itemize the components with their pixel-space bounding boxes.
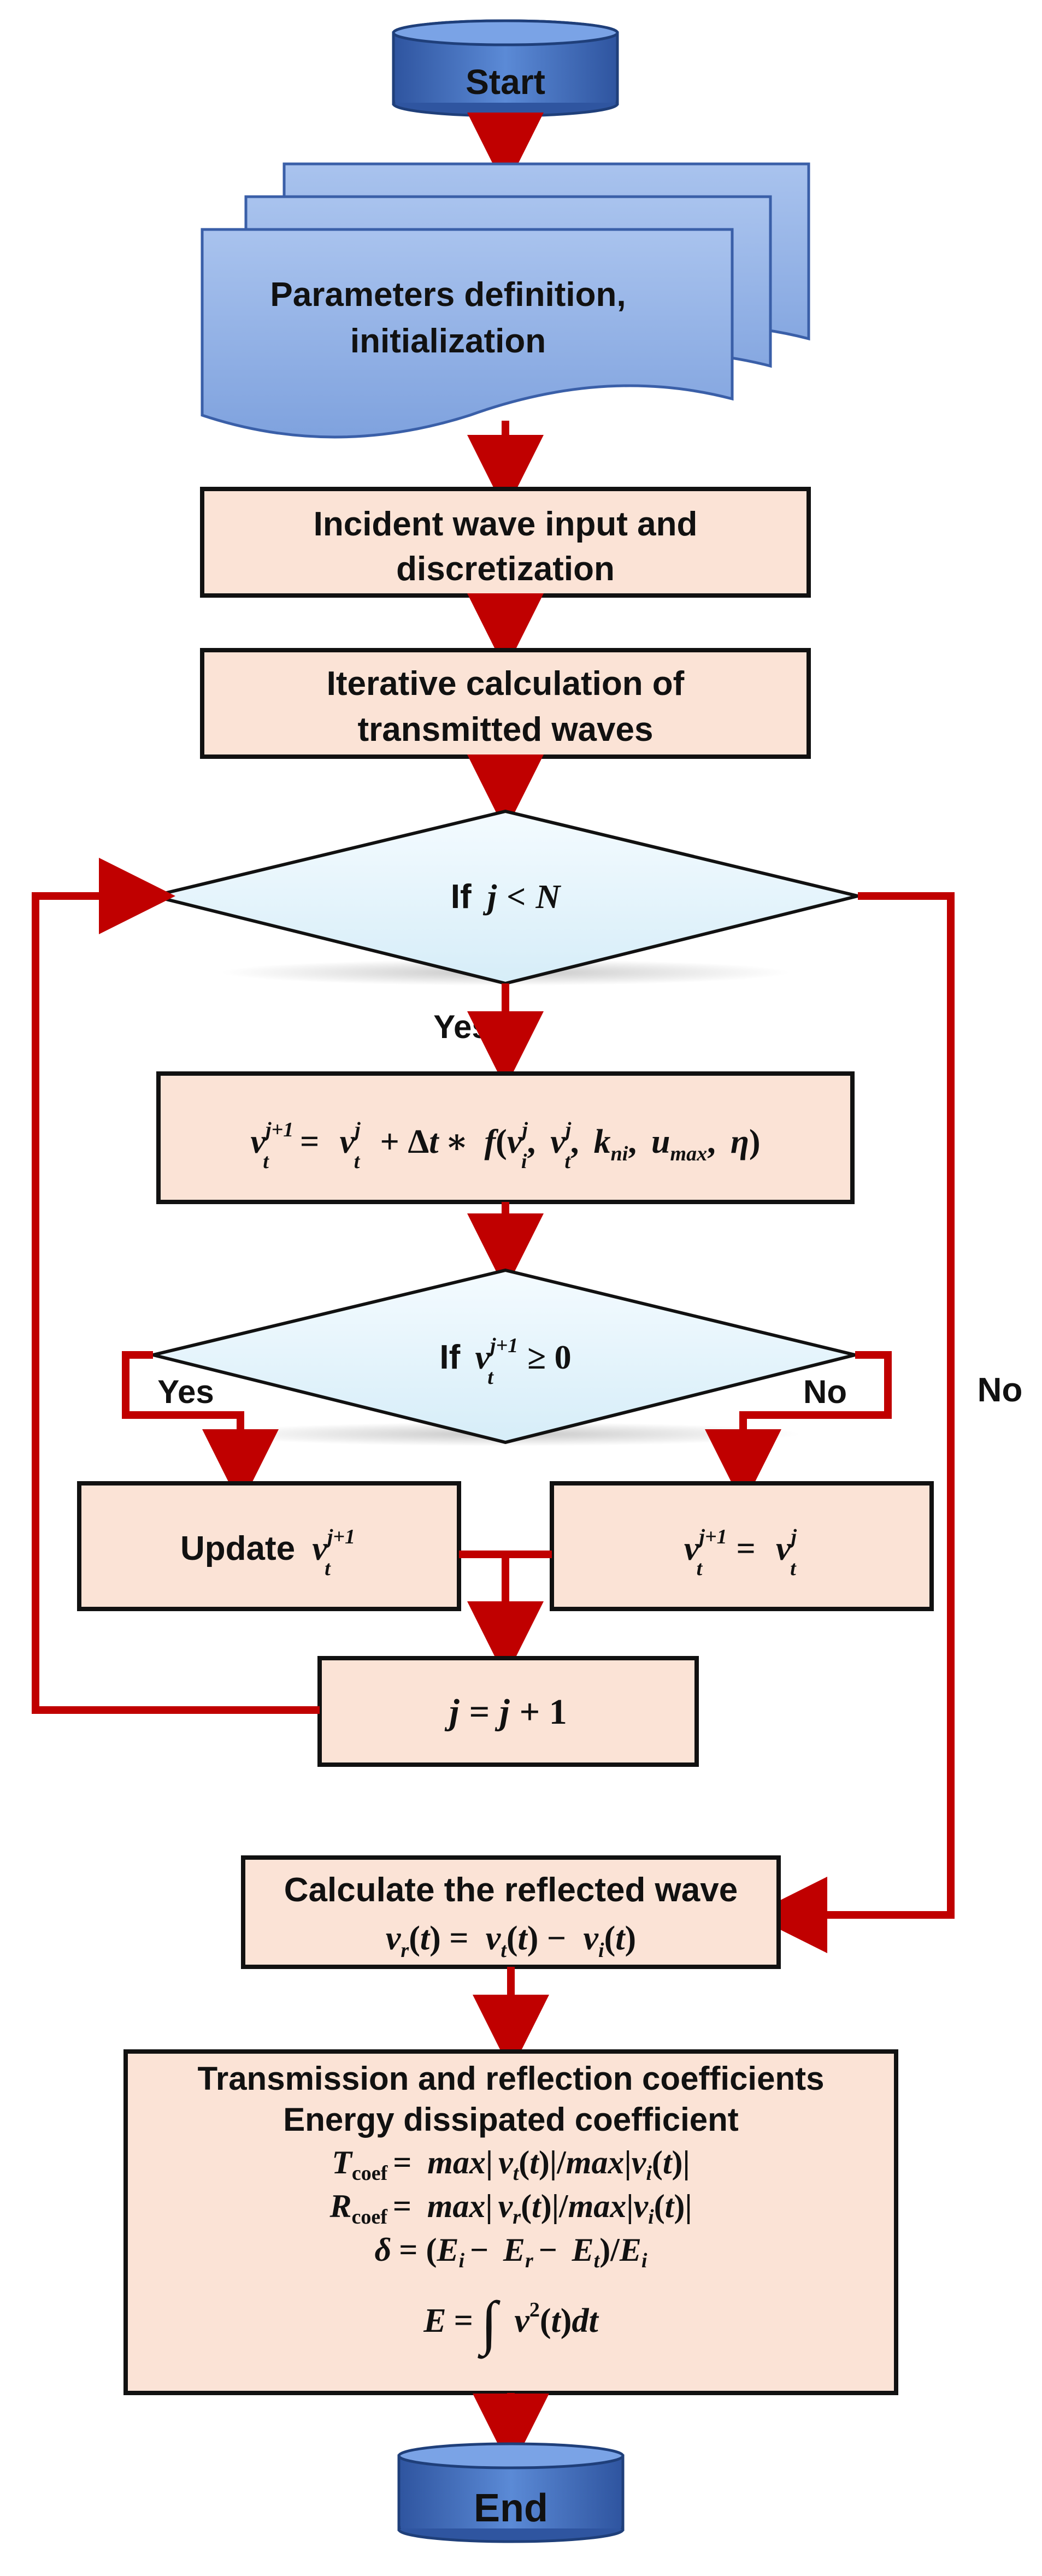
connector-decision2-no — [705, 1351, 892, 1506]
connector-decision1-no — [751, 892, 955, 1953]
decision1-no-label: No — [978, 1371, 1023, 1409]
decision2-yes-label: Yes — [157, 1374, 214, 1410]
reflected-line2: vr(t) = vt(t) − vi(t) — [386, 1919, 636, 1962]
connector-loop-back — [32, 858, 320, 1714]
increment-text: j=j+ 1 — [444, 1692, 567, 1732]
iterative-calculation-box: Iterative calculation of transmitted wav… — [200, 648, 811, 759]
coefficients-line3: Tcoef= max|vt(t)|/max|vi(t)| — [332, 2144, 690, 2185]
coefficients-line5: δ= (Ei− Er− Et)/Ei — [375, 2231, 647, 2272]
reflected-line1: Calculate the reflected wave — [284, 1871, 738, 1909]
coefficients-line6: E=∫ v2(t)dt — [423, 2289, 599, 2359]
coefficients-line1: Transmission and reflection coefficients — [198, 2060, 825, 2097]
start-terminal: Start — [392, 19, 619, 117]
end-label: End — [474, 2486, 548, 2530]
incident-line1: Incident wave input and — [314, 505, 698, 543]
reflected-wave-box: Calculate the reflected wave vr(t) = vt(… — [241, 1855, 781, 1969]
parameters-line2: initialization — [350, 322, 546, 360]
connector-decision2-yes — [122, 1351, 279, 1506]
incident-line2: discretization — [396, 550, 615, 588]
parameters-document: Parameters definition, initialization — [201, 162, 810, 439]
parameters-line1: Parameters definition, — [270, 276, 626, 314]
coefficients-box: Transmission and reflection coefficients… — [123, 2049, 898, 2395]
increment-box: j=j+ 1 — [317, 1656, 699, 1767]
coefficients-line4: Rcoef= max|vr(t)|/max|vi(t)| — [329, 2188, 692, 2229]
iterative-line2: transmitted waves — [358, 711, 654, 748]
incident-wave-box: Incident wave input and discretization — [200, 487, 811, 598]
decision-j-less-n: If j<N — [152, 809, 858, 986]
decision1-yes-label: Yes — [433, 1009, 490, 1045]
decision2-no-label: No — [803, 1374, 847, 1410]
start-label: Start — [466, 62, 545, 102]
end-terminal: End — [397, 2442, 625, 2543]
decision1-label: If j<N — [451, 878, 562, 916]
coefficients-line2: Energy dissipated coefficient — [283, 2101, 739, 2138]
iterative-line1: Iterative calculation of — [327, 665, 685, 703]
